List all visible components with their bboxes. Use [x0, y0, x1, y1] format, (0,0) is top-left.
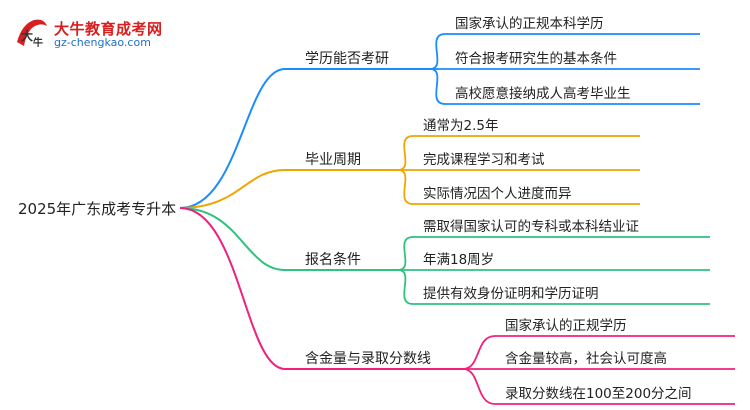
leaf-label: 通常为2.5年 — [423, 118, 498, 134]
leaf-connector — [397, 169, 640, 205]
branch-connector — [179, 68, 430, 209]
leaf-label: 国家承认的正规本科学历 — [455, 15, 604, 32]
leaf-connector — [462, 368, 735, 405]
leaf-connector — [462, 335, 735, 370]
leaf-label: 录取分数线在100至200分之间 — [505, 386, 692, 402]
site-logo[interactable]: 大 牛 大牛教育成考网 gz-chengkao.com — [14, 16, 164, 50]
branch-connector — [179, 207, 398, 271]
branch-connector — [179, 169, 398, 209]
mind-map-edges — [179, 33, 735, 405]
branch-label: 含金量与录取分数线 — [305, 351, 431, 367]
leaf-label: 需取得国家认可的专科或本科结业证 — [423, 218, 639, 235]
leaf-label: 年满18周岁 — [423, 252, 494, 268]
leaf-label: 符合报考研究生的基本条件 — [455, 50, 617, 67]
leaf-connector — [397, 135, 640, 171]
root-node-label: 2025年广东成考专升本 — [18, 200, 176, 218]
leaf-label: 含金量较高，社会认可度高 — [505, 350, 667, 367]
branch-label: 学历能否考研 — [305, 51, 389, 67]
leaf-connector — [397, 236, 710, 271]
logo-mark-icon: 大 牛 — [17, 19, 47, 49]
branch-label: 毕业周期 — [305, 152, 361, 168]
svg-text:大: 大 — [21, 28, 33, 43]
logo-title: 大牛教育成考网 — [54, 20, 163, 38]
leaf-label: 实际情况因个人进度而异 — [423, 186, 572, 202]
leaf-label: 国家承认的正规学历 — [505, 317, 627, 334]
leaf-label: 提供有效身份证明和学历证明 — [423, 286, 599, 302]
leaf-connector — [429, 33, 700, 70]
logo-url: gz-chengkao.com — [54, 36, 151, 49]
leaf-connector — [429, 68, 700, 105]
mind-map-labels: 2025年广东成考专升本 学历能否考研 国家承认的正规本科学历符合报考研究生的基本条… — [18, 15, 692, 402]
leaf-label: 高校愿意接纳成人高考毕业生 — [455, 85, 631, 102]
leaf-connector — [397, 269, 710, 305]
branch-connector — [179, 207, 463, 370]
svg-text:牛: 牛 — [33, 36, 43, 49]
leaf-label: 完成课程学习和考试 — [423, 152, 545, 168]
branch-label: 报名条件 — [305, 251, 361, 268]
